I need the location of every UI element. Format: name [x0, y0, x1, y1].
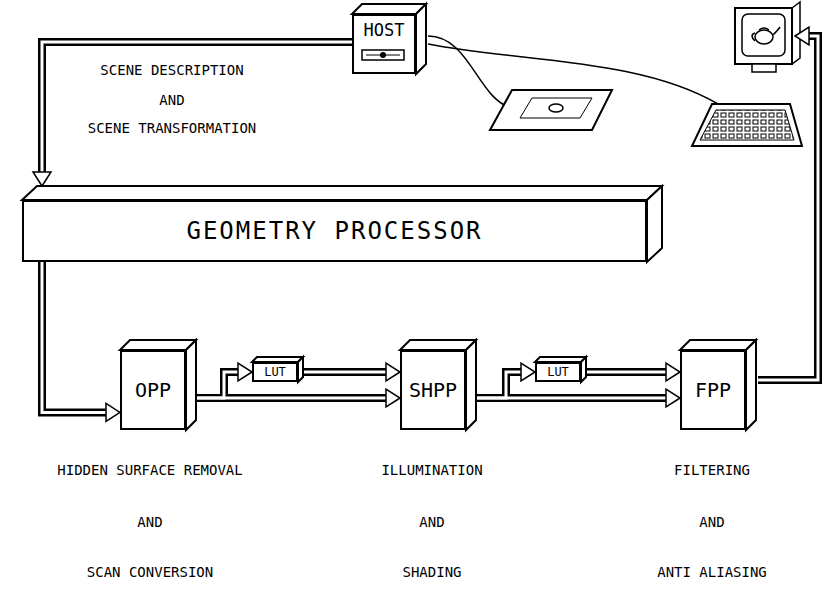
box-label: GEOMETRY PROCESSOR: [186, 217, 482, 245]
caption-text: AND: [419, 514, 444, 530]
arrow-head: [33, 172, 51, 186]
double-line-arrow: [476, 372, 521, 398]
double-line-arrow: [42, 42, 352, 172]
box-top-face: [400, 340, 476, 350]
connector-inner: [42, 42, 666, 412]
arrow-head: [521, 363, 535, 381]
processor-box: FPP: [680, 350, 746, 430]
arrow-head: [238, 363, 252, 381]
box-side-face: [298, 357, 303, 382]
arrow-head: [386, 363, 400, 381]
caption-text: AND: [137, 514, 162, 530]
keyboard: [692, 104, 802, 146]
lut-box: LUT: [535, 362, 581, 382]
box-side-face: [466, 340, 476, 430]
caption-text: FILTERING: [674, 462, 750, 478]
box-label: LUT: [547, 365, 569, 379]
arrow-head: [666, 363, 680, 381]
processor-box: SHPP: [400, 350, 466, 430]
arrow-head: [521, 363, 535, 381]
box-top-face: [22, 186, 662, 200]
box-label: HOST: [364, 20, 405, 40]
box-side-face: [746, 340, 756, 430]
arrow-head: [33, 172, 51, 186]
disk-slot: [362, 50, 404, 60]
arrow-head: [386, 389, 400, 407]
caption-text: SCENE TRANSFORMATION: [88, 120, 257, 136]
double-line-arrow: [42, 262, 106, 412]
caption-text: ANTI ALIASING: [657, 564, 767, 580]
caption-text: HIDDEN SURFACE REMOVAL: [57, 462, 242, 478]
caption-text: AND: [159, 92, 184, 108]
box-label: OPP: [135, 378, 171, 402]
arrow-head: [666, 389, 680, 407]
arrow-head: [106, 403, 120, 421]
arrow-head: [666, 363, 680, 381]
caption-text: SCENE DESCRIPTION: [100, 62, 243, 78]
box-side-face: [581, 357, 586, 382]
geometry-processor-bar: GEOMETRY PROCESSOR: [22, 200, 647, 262]
double-line-arrow: [476, 397, 666, 400]
box-top-face: [252, 357, 303, 362]
box-label: FPP: [695, 378, 731, 402]
connector-heads: [33, 172, 680, 421]
arrow-head: [238, 363, 252, 381]
double-line-arrow: [586, 368, 666, 376]
box-top-face: [680, 340, 756, 350]
box-top-face: [535, 357, 586, 362]
box-label: LUT: [264, 365, 286, 379]
double-line-arrow: [586, 371, 666, 374]
arrow-head: [666, 389, 680, 407]
caption-text: AND: [699, 514, 724, 530]
box-label: SHPP: [409, 378, 457, 402]
box-side-face: [647, 186, 662, 262]
box-side-face: [416, 4, 426, 74]
connector-outer: [42, 42, 666, 412]
double-line-arrow: [196, 397, 386, 400]
lut-box: LUT: [252, 362, 298, 382]
arrow-head: [386, 389, 400, 407]
double-line-arrow: [303, 371, 386, 374]
box-top-face: [352, 4, 426, 14]
processor-box: OPP: [120, 350, 186, 430]
box-top-face: [120, 340, 196, 350]
caption-text: ILLUMINATION: [381, 462, 482, 478]
box-side-face: [186, 340, 196, 430]
double-line-arrow: [196, 372, 238, 398]
teapot: [752, 27, 780, 44]
monitor: [735, 2, 800, 72]
double-line-arrow: [303, 368, 386, 376]
double-line-arrow: [42, 262, 106, 412]
caption-text: SHADING: [402, 564, 461, 580]
graphics-tablet: [490, 90, 612, 130]
caption-text: SCAN CONVERSION: [87, 564, 213, 580]
host-box: HOST: [352, 14, 416, 74]
arrow-head: [386, 363, 400, 381]
arrow-head: [106, 403, 120, 421]
output-arrow: [758, 27, 818, 380]
double-line-arrow: [42, 42, 352, 172]
